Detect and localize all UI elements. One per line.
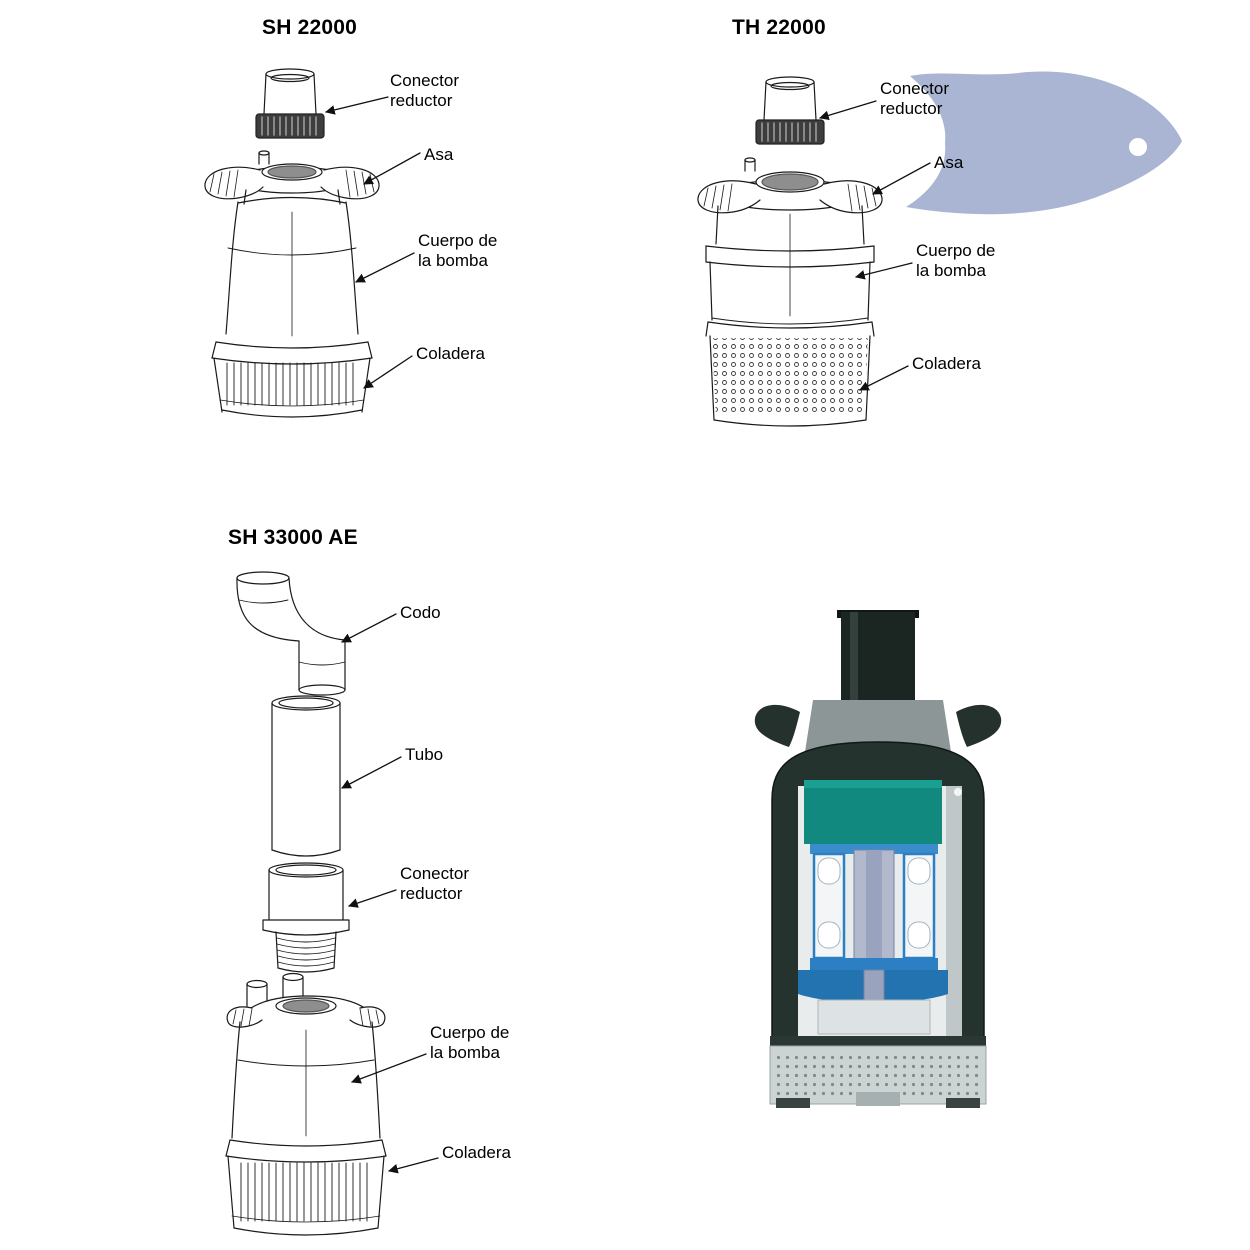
pump-drawing-sh22000 <box>204 68 380 418</box>
pump-drawing-th22000 <box>697 76 883 427</box>
label-coladera-sh33000: Coladera <box>442 1143 511 1162</box>
pump-cutaway-illustration <box>754 610 1002 1108</box>
label-conector-reductor-sh22000: Conector reductor <box>390 71 459 111</box>
label-conector-reductor-th22000: Conector reductor <box>880 79 949 119</box>
figure-title-sh33000ae: SH 33000 AE <box>228 526 358 549</box>
label-coladera-th22000: Coladera <box>912 354 981 373</box>
label-cuerpo-th22000: Cuerpo de la bomba <box>916 241 996 281</box>
label-cuerpo-sh33000: Cuerpo de la bomba <box>430 1023 510 1063</box>
label-asa-th22000: Asa <box>934 153 964 172</box>
fish-logo <box>906 71 1182 215</box>
label-asa-sh22000: Asa <box>424 145 454 164</box>
figure-title-sh22000: SH 22000 <box>262 16 358 39</box>
figure-title-th22000: TH 22000 <box>732 16 826 39</box>
label-cuerpo-sh22000: Cuerpo de la bomba <box>418 231 498 271</box>
label-codo-sh33000: Codo <box>400 603 441 622</box>
label-conector-reductor-sh33000: Conector reductor <box>400 864 469 904</box>
pump-drawing-sh33000ae <box>225 571 387 1236</box>
label-tubo-sh33000: Tubo <box>405 745 444 764</box>
label-coladera-sh22000: Coladera <box>416 344 485 363</box>
leader-lines <box>325 96 931 1174</box>
